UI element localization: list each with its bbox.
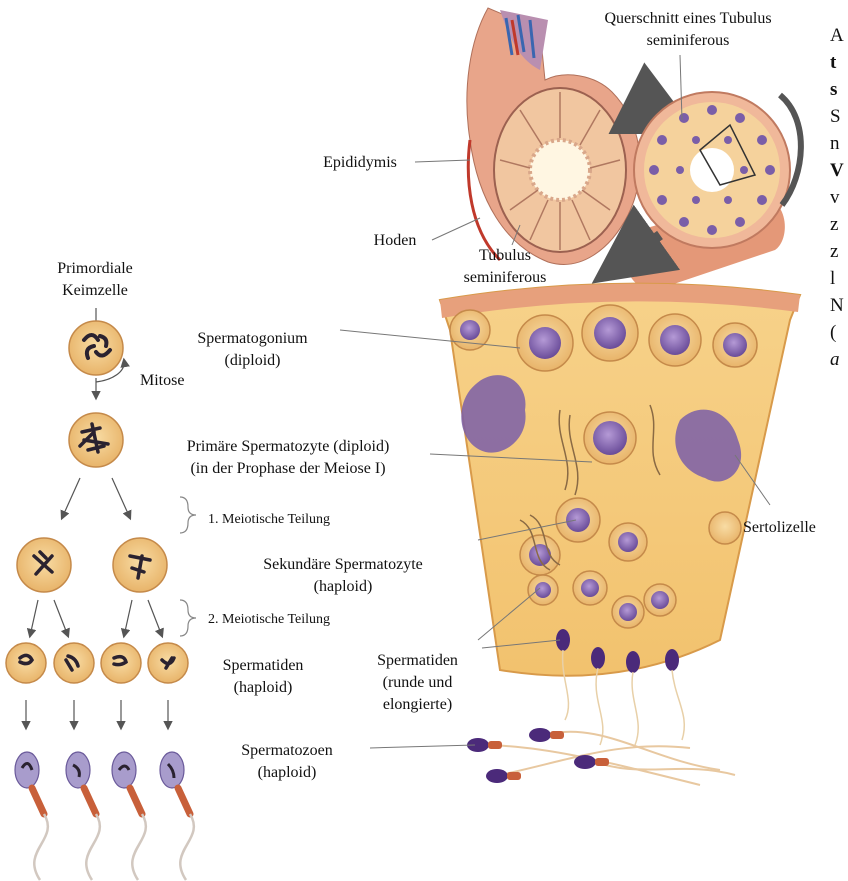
side-text-line-11: N — [830, 292, 844, 319]
side-text-line-9: z — [830, 238, 844, 265]
spermatogenesis-stages — [6, 308, 196, 880]
side-text-line-13: a — [830, 346, 844, 373]
spermatozoa-column — [15, 752, 194, 880]
label-cross-section-line1: Querschnitt eines Tubulus — [563, 8, 813, 29]
side-text-line-8: z — [830, 211, 844, 238]
label-meiotic-division-1: 1. Meiotische Teilung — [208, 509, 330, 530]
side-text-line-4: S — [830, 103, 844, 130]
side-text-line-3: s — [830, 76, 844, 103]
side-text-line-1: A — [830, 22, 844, 49]
side-text-line-10: l — [830, 265, 844, 292]
label-secondary-spermatocyte-line1: Sekundäre Spermatozyte — [218, 554, 468, 575]
cut-off-side-text: A t s S n V v z z l N ( a — [830, 22, 844, 373]
label-secondary-spermatocyte-line2: (haploid) — [218, 576, 468, 597]
label-meiotic-division-2: 2. Meiotische Teilung — [208, 609, 330, 630]
label-spermatogonium-line2: (diploid) — [160, 350, 345, 371]
label-sertoli-cell: Sertolizelle — [743, 517, 816, 538]
label-spermatids-left-line1: Spermatiden — [198, 655, 328, 676]
label-spermatozoa-line1: Spermatozoen — [212, 740, 362, 761]
side-text-line-7: v — [830, 184, 844, 211]
label-hoden: Hoden — [360, 230, 430, 251]
seminiferous-epithelium — [440, 284, 800, 745]
side-text-line-5: n — [830, 130, 844, 157]
side-text-line-12: ( — [830, 319, 844, 346]
side-text-line-2: t — [830, 49, 844, 76]
label-primordial-line1: Primordiale — [25, 258, 165, 279]
primordial-germ-cell — [69, 321, 123, 375]
label-primary-spermatocyte-line1: Primäre Spermatozyte (diploid) — [138, 436, 438, 457]
spermatid-cell-2 — [54, 643, 94, 683]
label-spermatids-left-line2: (haploid) — [198, 677, 328, 698]
free-spermatozoa — [467, 728, 735, 785]
label-epididymis: Epididymis — [305, 152, 415, 173]
label-tubulus-line1: Tubulus — [440, 245, 570, 266]
label-cross-section-line2: seminiferous — [563, 30, 813, 51]
label-primary-spermatocyte-line2: (in der Prophase der Meiose I) — [138, 458, 438, 479]
label-tubulus-line2: seminiferous — [440, 267, 570, 288]
label-spermatozoa-line2: (haploid) — [212, 762, 362, 783]
side-text-line-6: V — [830, 157, 844, 184]
label-mitose: Mitose — [140, 370, 184, 391]
label-spermatogonium-line1: Spermatogonium — [160, 328, 345, 349]
label-spermatids-right-line3: elongierte) — [350, 694, 485, 715]
label-spermatids-right-line1: Spermatiden — [350, 650, 485, 671]
label-spermatids-right-line2: (runde und — [350, 672, 485, 693]
tubule-cross-section — [626, 92, 801, 292]
label-primordial-line2: Keimzelle — [25, 280, 165, 301]
